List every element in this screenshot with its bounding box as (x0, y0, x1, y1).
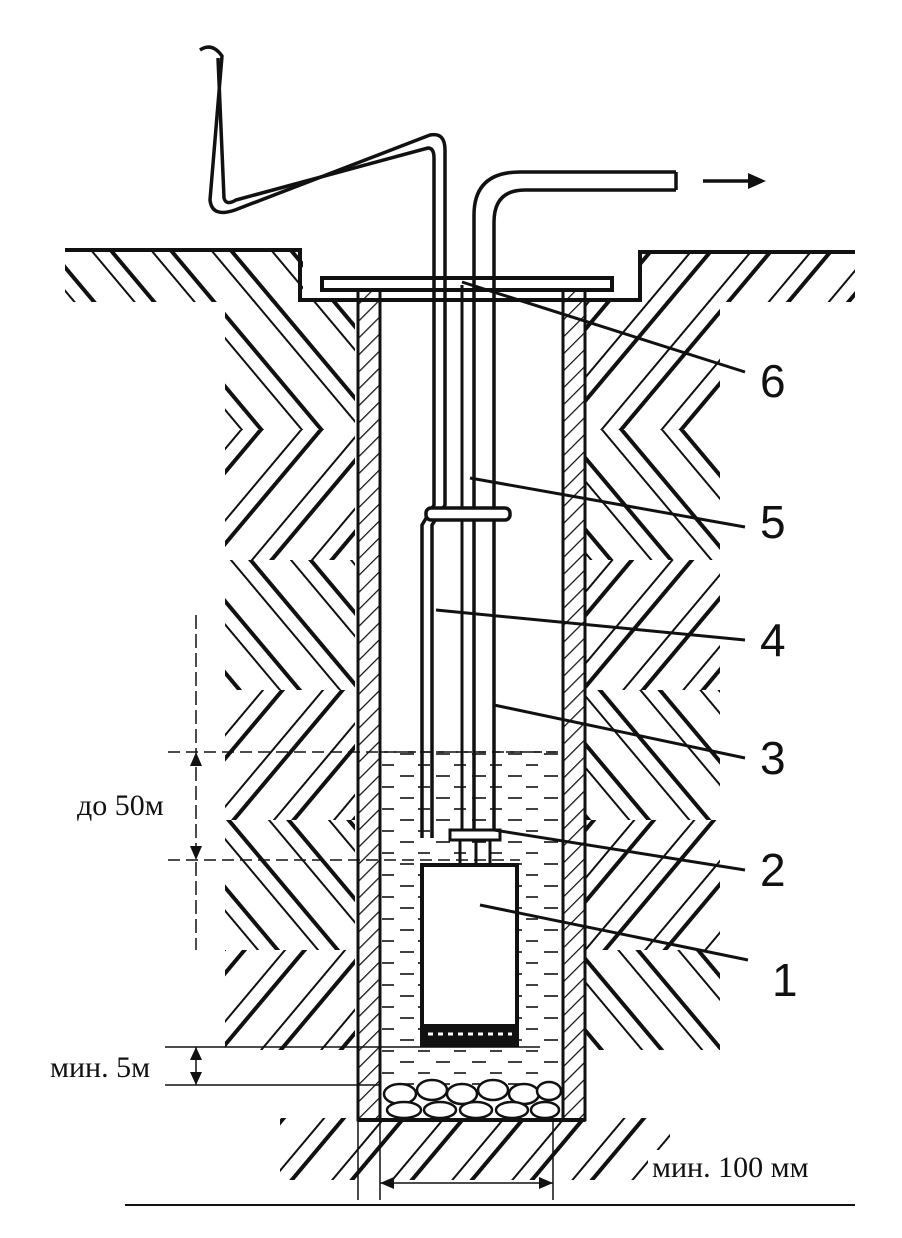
part-4-label: 4 (435, 608, 786, 666)
part-3-label: 3 (493, 703, 786, 784)
svg-text:5: 5 (760, 496, 786, 548)
part-1-label: 1 (479, 903, 798, 1006)
svg-text:мин. 100 мм: мин. 100 мм (652, 1151, 809, 1184)
ground-surface (65, 248, 855, 302)
cable-clamp (424, 506, 512, 522)
bottom-clearance-dimension: мин. 5м (50, 1046, 540, 1086)
water-depth-dimension: до 50м (77, 615, 560, 950)
pump-assembly (420, 828, 519, 1047)
svg-text:1: 1 (772, 954, 798, 1006)
svg-text:2: 2 (760, 844, 786, 896)
soil-hatching (65, 252, 855, 1180)
part-2-label: 2 (493, 828, 786, 896)
svg-text:мин. 5м: мин. 5м (50, 1051, 150, 1084)
discharge-pipe (472, 170, 678, 838)
svg-text:3: 3 (760, 732, 786, 784)
svg-text:4: 4 (760, 614, 786, 666)
gravel-filter (382, 1078, 563, 1120)
part-6-label: 6 (461, 280, 786, 407)
svg-text:6: 6 (760, 355, 786, 407)
casing-diameter-dimension: мин. 100 мм (125, 1120, 855, 1206)
flow-arrow-icon (703, 173, 766, 189)
part-5-label: 5 (469, 476, 786, 548)
svg-text:до 50м: до 50м (77, 789, 164, 822)
power-cable (199, 45, 447, 838)
